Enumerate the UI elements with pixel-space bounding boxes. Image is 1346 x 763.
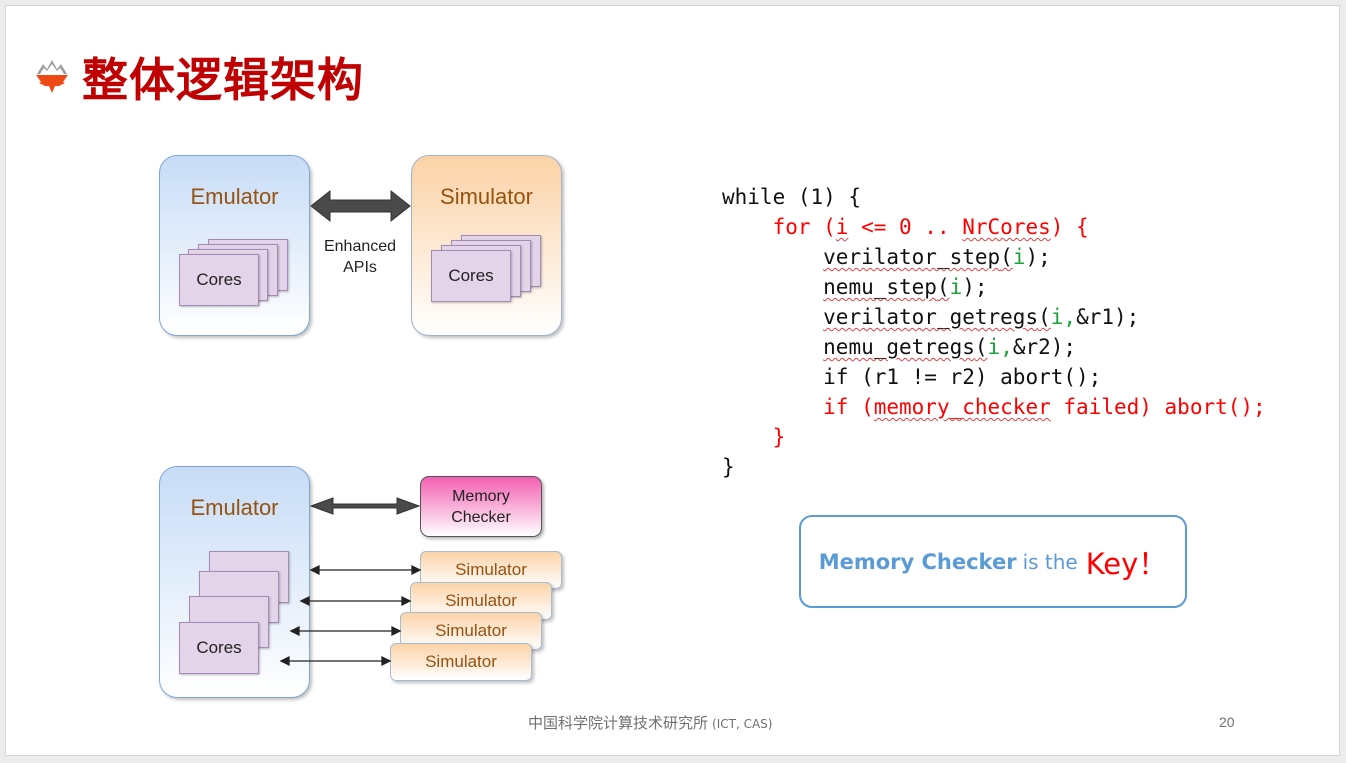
page-number: 20: [1219, 714, 1235, 730]
footer-institution: 中国科学院计算技术研究所(ICT, CAS): [528, 714, 773, 732]
code-line-9: }: [722, 425, 786, 449]
key-callout-strong: Memory Checker: [818, 549, 1017, 574]
code-block: while (1) { for (i <= 0 .. NrCores) { ve…: [722, 182, 1266, 482]
code-line-7: if (r1 != r2) abort();: [823, 365, 1102, 389]
mountain-logo-icon: [36, 60, 68, 93]
emulator-cores: Cores: [179, 254, 259, 306]
code-line-8: if (memory_checker failed) abort();: [823, 395, 1266, 419]
simulator-label: Simulator: [440, 184, 533, 209]
code-line-6: nemu_getregs(i,&r2);: [823, 335, 1077, 359]
emulator-cores-bottom: Cores: [179, 622, 259, 674]
simulator-cores: Cores: [431, 250, 511, 302]
slide-title: 整体逻辑架构: [82, 53, 364, 107]
key-callout-red: Key！: [1085, 546, 1168, 581]
cores-label: Cores: [196, 638, 242, 657]
code-line-10: }: [722, 455, 735, 479]
simulator-box-4: Simulator: [390, 643, 532, 681]
cores-label: Cores: [196, 270, 242, 289]
enhanced-apis-label: Enhanced APIs: [323, 238, 397, 276]
code-line-5: verilator_getregs(i,&r1);: [823, 305, 1140, 329]
code-line-1: while (1) {: [722, 185, 862, 209]
key-callout-box: Memory Checker is the Key！: [799, 515, 1187, 608]
cores-label: Cores: [448, 266, 494, 285]
code-line-2: for (i <= 0 .. NrCores) {: [722, 215, 1089, 239]
emulator-label: Emulator: [190, 495, 279, 520]
memory-checker-box: Memory Checker: [420, 476, 542, 537]
code-line-4: nemu_step(i);: [823, 275, 988, 299]
code-line-3: verilator_step(i);: [823, 245, 1051, 269]
key-callout-mid: is the: [1022, 549, 1078, 574]
emulator-label: Emulator: [190, 184, 279, 209]
